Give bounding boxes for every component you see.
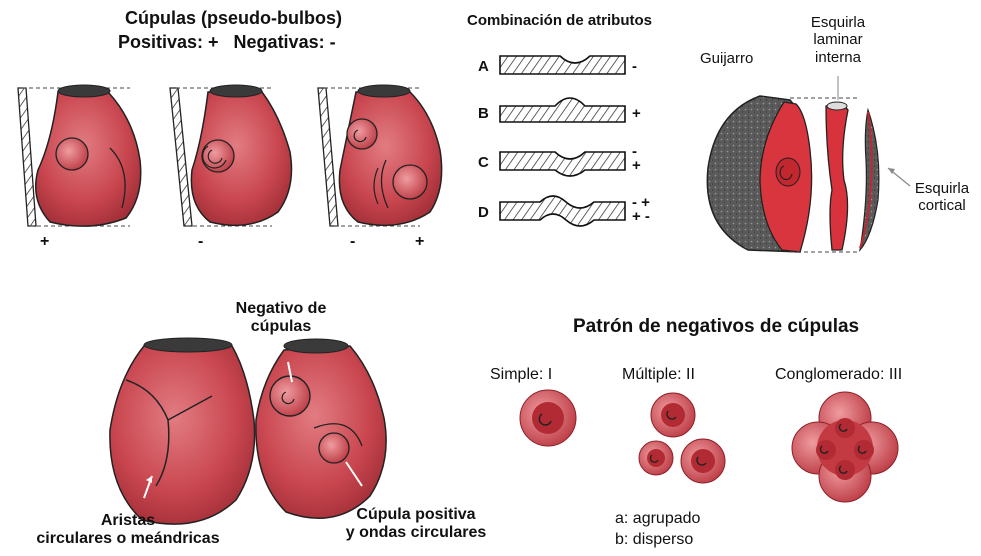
attr-sign-d: - + + - (632, 196, 650, 224)
attr-sign-c: - + (632, 145, 641, 173)
attr-letter-d: D (478, 204, 489, 221)
attribute-bar-c (500, 152, 625, 176)
aristas-label: Aristas circulares o meándricas (36, 512, 219, 549)
fig2-sign: - (198, 233, 203, 251)
attr-sign-b: + (632, 105, 641, 122)
pattern-simple-label: Simple: I (490, 366, 552, 384)
patterns-title: Patrón de negativos de cúpulas (573, 316, 859, 338)
cupulas-subtitle: Positivas: + Negativas: - (118, 32, 336, 53)
attribute-bar-d (500, 196, 625, 226)
esquirla-cortical-shape (860, 110, 910, 250)
cupulas-pebble (256, 339, 386, 518)
pattern-conglomerado-label: Conglomerado: III (775, 366, 902, 384)
legend-b: b: disperso (615, 531, 693, 549)
esquirla-laminar-label: Esquirla laminar interna (811, 14, 865, 66)
fig3-sign-left: - (350, 233, 355, 251)
legend-a: a: agrupado (615, 510, 700, 528)
negativo-cupulas-label: Negativo de cúpulas (236, 300, 327, 337)
cupulas-title: Cúpulas (pseudo-bulbos) (125, 8, 342, 29)
fig3-sign-right: + (415, 233, 424, 251)
attribute-bar-b (500, 98, 625, 122)
pattern-conglomerado (792, 392, 898, 502)
attr-sign-a: - (632, 58, 637, 75)
fig1-sign: + (40, 233, 49, 251)
cupula-figure-1 (18, 85, 141, 226)
cupula-figure-2 (170, 85, 292, 226)
guijarro-label: Guijarro (700, 50, 753, 67)
aristas-pebble (110, 338, 255, 524)
attr-letter-c: C (478, 154, 489, 171)
attributes-title: Combinación de atributos (467, 12, 652, 29)
attr-letter-a: A (478, 58, 489, 75)
cupula-figure-3 (318, 85, 442, 226)
cupula-positiva-label: Cúpula positiva y ondas circulares (346, 506, 487, 543)
attribute-bar-a (500, 56, 625, 74)
pattern-simple (520, 390, 576, 446)
pattern-multiple (639, 393, 725, 483)
esquirla-laminar-shape (826, 76, 848, 250)
attr-letter-b: B (478, 105, 489, 122)
pattern-multiple-label: Múltiple: II (622, 366, 695, 384)
esquirla-cortical-label: Esquirla cortical (915, 180, 969, 215)
